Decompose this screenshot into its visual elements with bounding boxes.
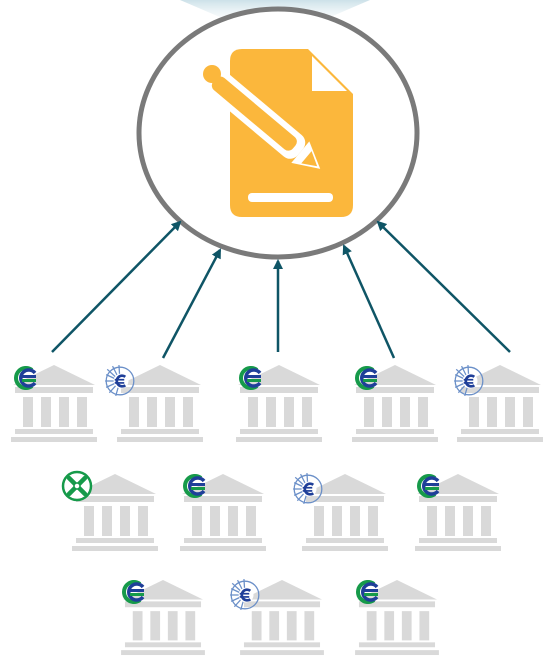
bank-1 bbox=[11, 365, 97, 442]
bank-5 bbox=[452, 364, 543, 442]
arrows bbox=[51, 220, 511, 359]
green-blue-c-logo bbox=[417, 474, 441, 498]
green-blue-c-logo bbox=[122, 580, 146, 604]
bank-12 bbox=[355, 579, 439, 656]
green-blue-c-logo bbox=[183, 474, 207, 498]
bank-3 bbox=[236, 365, 322, 442]
bank-2 bbox=[103, 364, 203, 442]
green-blue-c-logo bbox=[356, 580, 380, 604]
arrow-1 bbox=[51, 220, 182, 353]
arrow-5 bbox=[376, 220, 511, 353]
bank-11 bbox=[228, 578, 324, 656]
bank-4 bbox=[352, 365, 438, 442]
green-cross-logo bbox=[63, 472, 91, 500]
green-blue-c-logo bbox=[355, 366, 379, 390]
arrow-2 bbox=[161, 248, 222, 359]
bank-7 bbox=[180, 474, 266, 551]
green-blue-c-logo bbox=[239, 366, 263, 390]
arrow-4 bbox=[342, 244, 396, 359]
bank-8 bbox=[291, 472, 388, 551]
bank-9 bbox=[415, 474, 501, 551]
document-sign-icon bbox=[203, 49, 353, 217]
green-blue-c-logo bbox=[14, 366, 38, 390]
bank-6 bbox=[63, 472, 158, 551]
bank-10 bbox=[121, 579, 205, 656]
